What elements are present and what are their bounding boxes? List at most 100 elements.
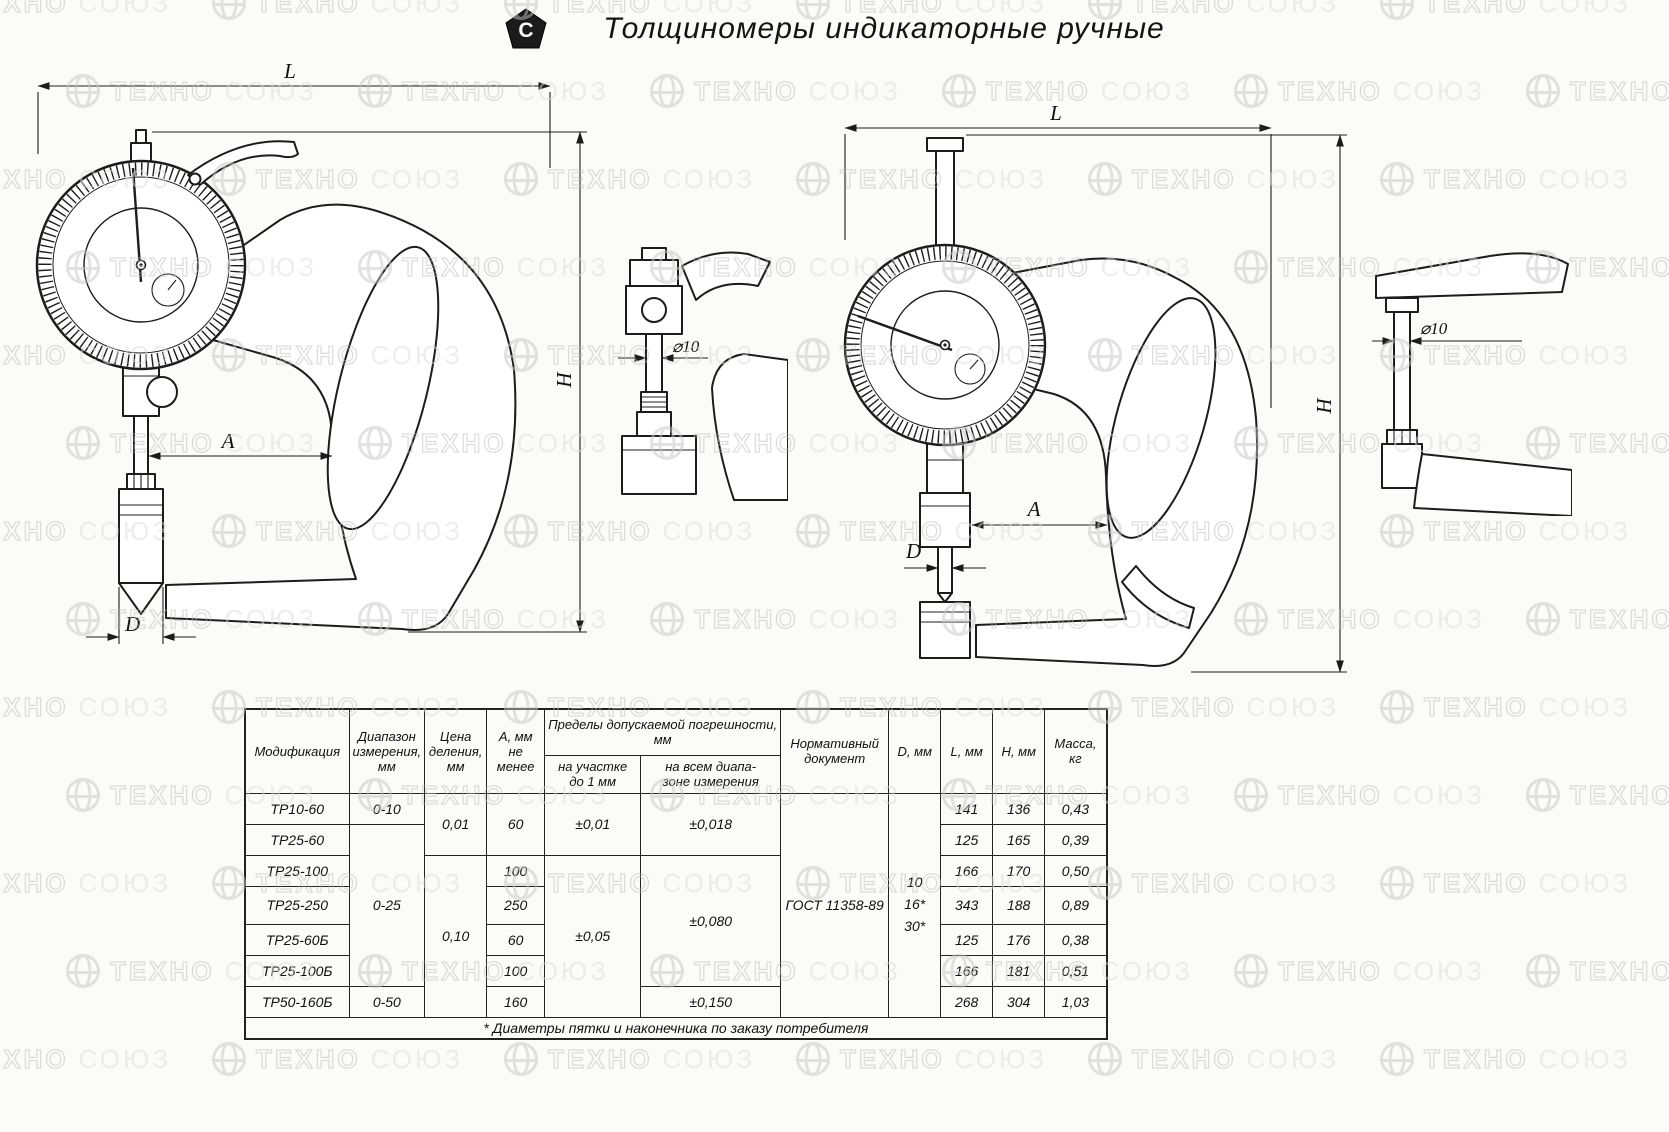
cell-mass: 0,89 [1044,885,1108,925]
spec-table-wrap: Модификация Диапазон измерения, мм Цена … [244,708,1108,1040]
table-row: ТР25-60 0-25 125 165 0,39 [244,823,1108,987]
cell-modification: ТР50-160Б [244,985,350,1018]
frame-side-profile-top [681,251,771,301]
heel-block [118,488,164,584]
left-dimension-H: H [152,131,587,633]
heel-block [919,601,971,659]
cell-l: 125 [940,923,994,956]
dim-label-dia10: ⌀10 [672,337,700,356]
left-release-lever [187,140,299,186]
right-dimension-A: A [971,497,1108,529]
cell-range: 0-10 [348,792,426,825]
dim-label-A: A [1026,497,1041,521]
contact-tip [937,592,953,603]
cell-mass: 0,51 [1044,954,1108,987]
cell-range: 0-25 [348,823,426,987]
cell-a: 60 [486,923,546,956]
cell-h: 188 [992,885,1046,925]
dial-tick-ring [38,162,244,368]
cell-l: 343 [940,885,994,925]
cell-modification: ТР25-60 [244,823,350,856]
dim-label-H: H [552,371,576,389]
right-gauge-drawing: L H A D [843,101,1347,673]
left-dial-indicator [35,129,247,371]
cell-h: 165 [992,823,1046,856]
dim-label-D: D [905,539,921,563]
cell-l: 166 [940,954,994,987]
cell-a: 160 [486,985,546,1018]
cell-a: 60 [486,792,546,856]
title-bar: С Толщиномеры индикаторные ручные [0,8,1669,50]
cell-a: 100 [486,854,546,887]
col-header-range: Диапазон измерения, мм [348,708,426,794]
rev-counter-dial [954,353,986,385]
col-header-error-upto1: на участке до 1 мм [544,754,642,794]
frame-slot-cutout [1105,297,1217,539]
frame-slot-cutout [326,245,440,531]
left-frame [155,203,517,631]
dim-label-D: D [124,612,140,636]
stem-diameter-10 [1393,311,1411,431]
cell-modification: ТР25-100Б [244,954,350,987]
col-header-doc: Нормативный документ [780,708,890,794]
cell-h: 176 [992,923,1046,956]
right-frame [975,257,1259,667]
brand-logo-letter: С [519,19,534,42]
col-header-division: Цена деления, мм [424,708,488,794]
col-header-l: L, мм [940,708,994,794]
stem-diameter-10 [645,333,663,393]
frame-side-profile-bottom [1413,453,1572,516]
table-row: ТР25-60Б 60 125 176 0,38 [244,923,1108,956]
table-row: ТР50-160Б 0-50 160 ±0,150 268 304 1,03 [244,985,1108,1018]
cell-err2: ±0,080 [640,854,782,987]
dial-needle [857,314,953,352]
left-dimension-D: D [86,587,196,644]
table-row: ТР10-60 0-10 0,01 60 ±0,01 ±0,018 ГОСТ 1… [244,792,1108,1018]
cell-doc: ГОСТ 11358-89 [780,792,890,1018]
middle-dimension-dia10: ⌀10 [618,337,708,362]
cell-h: 136 [992,792,1046,825]
col-header-h: Н, мм [992,708,1046,794]
brand-logo-icon: С [505,8,547,49]
clamp-knob [146,376,178,408]
cell-mass: 1,03 [1044,985,1108,1018]
dim-label-L: L [283,59,296,83]
right-dimension-H: H [966,134,1347,673]
cell-modification: ТР25-250 [244,885,350,925]
spec-table: Модификация Диапазон измерения, мм Цена … [244,708,1108,1040]
dim-label-dia10: ⌀10 [1420,319,1448,338]
cell-mass: 0,38 [1044,923,1108,956]
cell-l: 166 [940,854,994,887]
cell-d-values: 10 16* 30* [888,792,942,1018]
cell-l: 141 [940,792,994,825]
cell-modification: ТР10-60 [244,792,350,825]
col-header-mass: Масса, кг [1044,708,1108,794]
dim-label-L: L [1049,101,1062,125]
right-lifting-plunger [926,137,964,248]
cell-modification: ТР25-100 [244,854,350,887]
right-dial-indicator [843,243,1047,447]
cell-mass: 0,39 [1044,823,1108,856]
frame-lower-slot [1121,565,1195,629]
cell-err1: ±0,01 [544,792,642,856]
right-dimension-dia10: ⌀10 [1372,319,1522,345]
dim-label-A: A [220,429,235,453]
cell-mass: 0,50 [1044,854,1108,887]
cell-err1: ±0,05 [544,854,642,1018]
col-header-modification: Модификация [244,708,350,794]
right-dimension-L: L [844,101,1272,408]
d-value: 30* [904,917,926,934]
table-footnote: * Диаметры пятки и наконечника по заказу… [244,1016,1108,1040]
cell-err2: ±0,018 [640,792,782,856]
d-value: 16* [904,896,926,913]
left-gauge-drawing: L H A D [35,59,587,644]
cell-a: 250 [486,885,546,925]
cell-mass: 0,43 [1044,792,1108,825]
cell-modification: ТР25-60Б [244,923,350,956]
frame-side-profile-top [1375,252,1569,299]
cell-h: 181 [992,954,1046,987]
left-spindle-assembly [118,355,178,615]
cell-division: 0,10 [424,854,488,1018]
cell-h: 170 [992,854,1046,887]
